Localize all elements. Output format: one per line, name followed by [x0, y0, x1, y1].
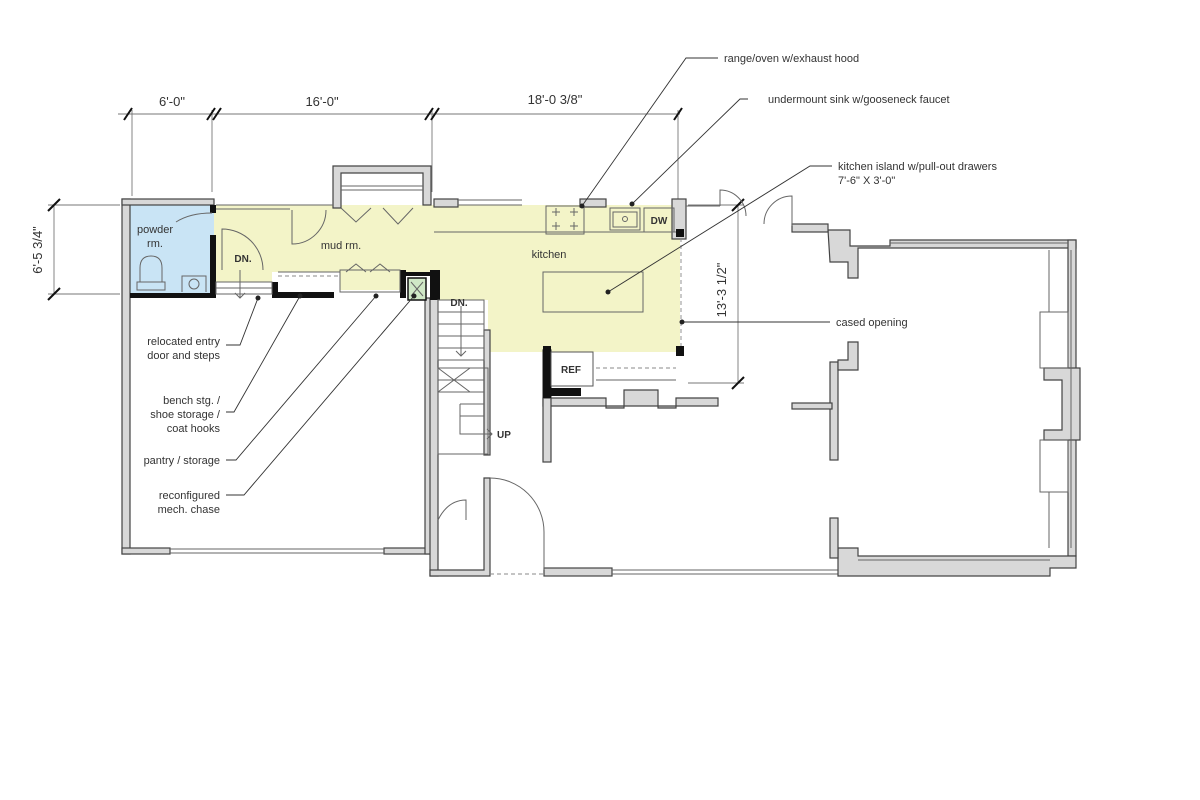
callout-range: range/oven w/exhaust hood	[724, 53, 859, 65]
powder-room-fill	[130, 205, 214, 293]
cased-opening-post-bottom	[676, 346, 684, 356]
living-wall-stub	[791, 402, 833, 410]
room-fills	[130, 205, 680, 352]
powder-wall-right-lower	[210, 235, 216, 298]
kitchen-island	[542, 271, 644, 313]
mudroom-door-swing	[291, 209, 327, 245]
kitchen-top-wall-b	[579, 198, 607, 208]
living-wall-notch	[837, 341, 859, 371]
powder-door-swing	[175, 212, 213, 223]
range-icon	[545, 205, 585, 235]
fixtures	[136, 204, 427, 301]
dimension-kitchen-vertical: 13'-3 1/2"	[714, 262, 729, 317]
living-wall-top-left	[827, 229, 1077, 279]
dimension-top-middle: 16'-0"	[305, 94, 339, 109]
callout-labels: range/oven w/exhaust hood undermount sin…	[144, 53, 998, 516]
garage-wall-top	[121, 198, 215, 206]
dimension-top-left: 6'-0"	[159, 94, 185, 109]
powder-sink-icon	[181, 275, 207, 292]
callout-bench-line3: coat hooks	[167, 423, 221, 435]
kitchen-fixtures: DW REF	[434, 205, 682, 387]
callout-bench-line1: bench stg. /	[163, 395, 221, 407]
living-wall-lower-pier	[829, 517, 839, 559]
room-labels: powder rm. mud rm. kitchen	[137, 224, 566, 261]
pantry-closet	[339, 269, 401, 293]
callout-leaders	[226, 57, 832, 496]
rear-door-right-swing	[763, 195, 793, 226]
stair-down	[437, 299, 485, 361]
existing-walls	[121, 165, 1081, 577]
entry-steps-down-label: DN.	[234, 254, 251, 265]
refrigerator	[550, 351, 594, 387]
dimension-strings: 6'-0" 16'-0" 18'-0 3/8" 6'-5 3/4" 13'-3 …	[30, 92, 745, 390]
stairs: DN. UP DN.	[234, 254, 511, 455]
stair-wall-left	[429, 297, 439, 577]
callout-sink: undermount sink w/gooseneck faucet	[768, 94, 950, 106]
callout-bench-line2: shoe storage /	[150, 409, 221, 421]
fireplace-niche-top	[1039, 311, 1069, 369]
rear-door-left-swing	[719, 189, 747, 217]
powder-wall-right	[210, 205, 216, 213]
toilet-tank-icon	[136, 281, 166, 291]
mudroom-label: mud rm.	[321, 240, 361, 252]
kitchen-label: kitchen	[532, 249, 567, 261]
steps-down-arrow	[234, 270, 246, 299]
refrigerator-label: REF	[561, 365, 581, 376]
mech-chase-wall	[406, 272, 430, 276]
bifold-closet-doors	[340, 207, 414, 225]
fireplace	[1043, 367, 1081, 441]
closet-door-swing	[437, 499, 467, 521]
dimension-top-right: 18'-0 3/8"	[528, 92, 583, 107]
mudroom-wall-jog	[272, 282, 278, 298]
front-door-swing	[489, 477, 545, 570]
mudroom-bay-wall	[332, 165, 432, 209]
pantry-wall	[400, 270, 406, 298]
stair-down-label: DN.	[450, 298, 467, 309]
fridge-wall-bottom	[551, 388, 581, 396]
dishwasher-box	[643, 207, 675, 233]
kitchen-mudroom-fill	[214, 205, 680, 352]
pantry-bifold-doors	[345, 263, 391, 273]
fireplace-niche-bottom	[1039, 439, 1069, 493]
living-wall-bottom	[837, 547, 1077, 577]
dimension-left-vertical: 6'-5 3/4"	[30, 226, 45, 274]
stair-wall-top	[430, 270, 440, 300]
powder-wall-bottom	[130, 293, 214, 298]
powder-room-label-line1: powder	[137, 224, 173, 236]
kitchen-lower-wall-drop	[542, 397, 552, 463]
entry-door-swing	[221, 228, 264, 271]
rear-door-wall	[791, 223, 829, 233]
callout-mech-line1: reconfigured	[159, 490, 220, 502]
fridge-wall-left	[543, 346, 551, 398]
garage-wall-left	[121, 198, 131, 555]
sink-icon	[609, 207, 641, 231]
doors	[437, 189, 793, 575]
garage-wall-bottom-left	[121, 547, 171, 555]
kitchen-top-wall-a	[433, 198, 459, 208]
hall-bottom-wall-mid	[543, 567, 613, 577]
callout-island-line2: 7'-6" X 3'-0"	[838, 175, 895, 187]
kitchen-lower-wall	[542, 349, 719, 409]
mudroom-wall-bottom-left	[272, 292, 334, 298]
callout-pantry: pantry / storage	[144, 455, 220, 467]
stair-up	[437, 367, 489, 455]
dishwasher-label: DW	[651, 216, 668, 227]
hall-bottom-wall-left	[429, 477, 491, 577]
callout-cased-opening: cased opening	[836, 317, 908, 329]
toilet-icon	[139, 255, 163, 283]
cased-opening-post-top	[676, 229, 684, 237]
powder-room-label-line2: rm.	[147, 238, 163, 250]
callout-mech-line2: mech. chase	[158, 504, 220, 516]
callout-island-line1: kitchen island w/pull-out drawers	[838, 161, 997, 173]
callout-entry-line1: relocated entry	[147, 336, 220, 348]
callout-entry-line2: door and steps	[147, 350, 220, 362]
living-wall-pier-mid	[829, 361, 839, 461]
stair-up-label: UP	[497, 430, 511, 441]
new-walls	[130, 205, 684, 398]
